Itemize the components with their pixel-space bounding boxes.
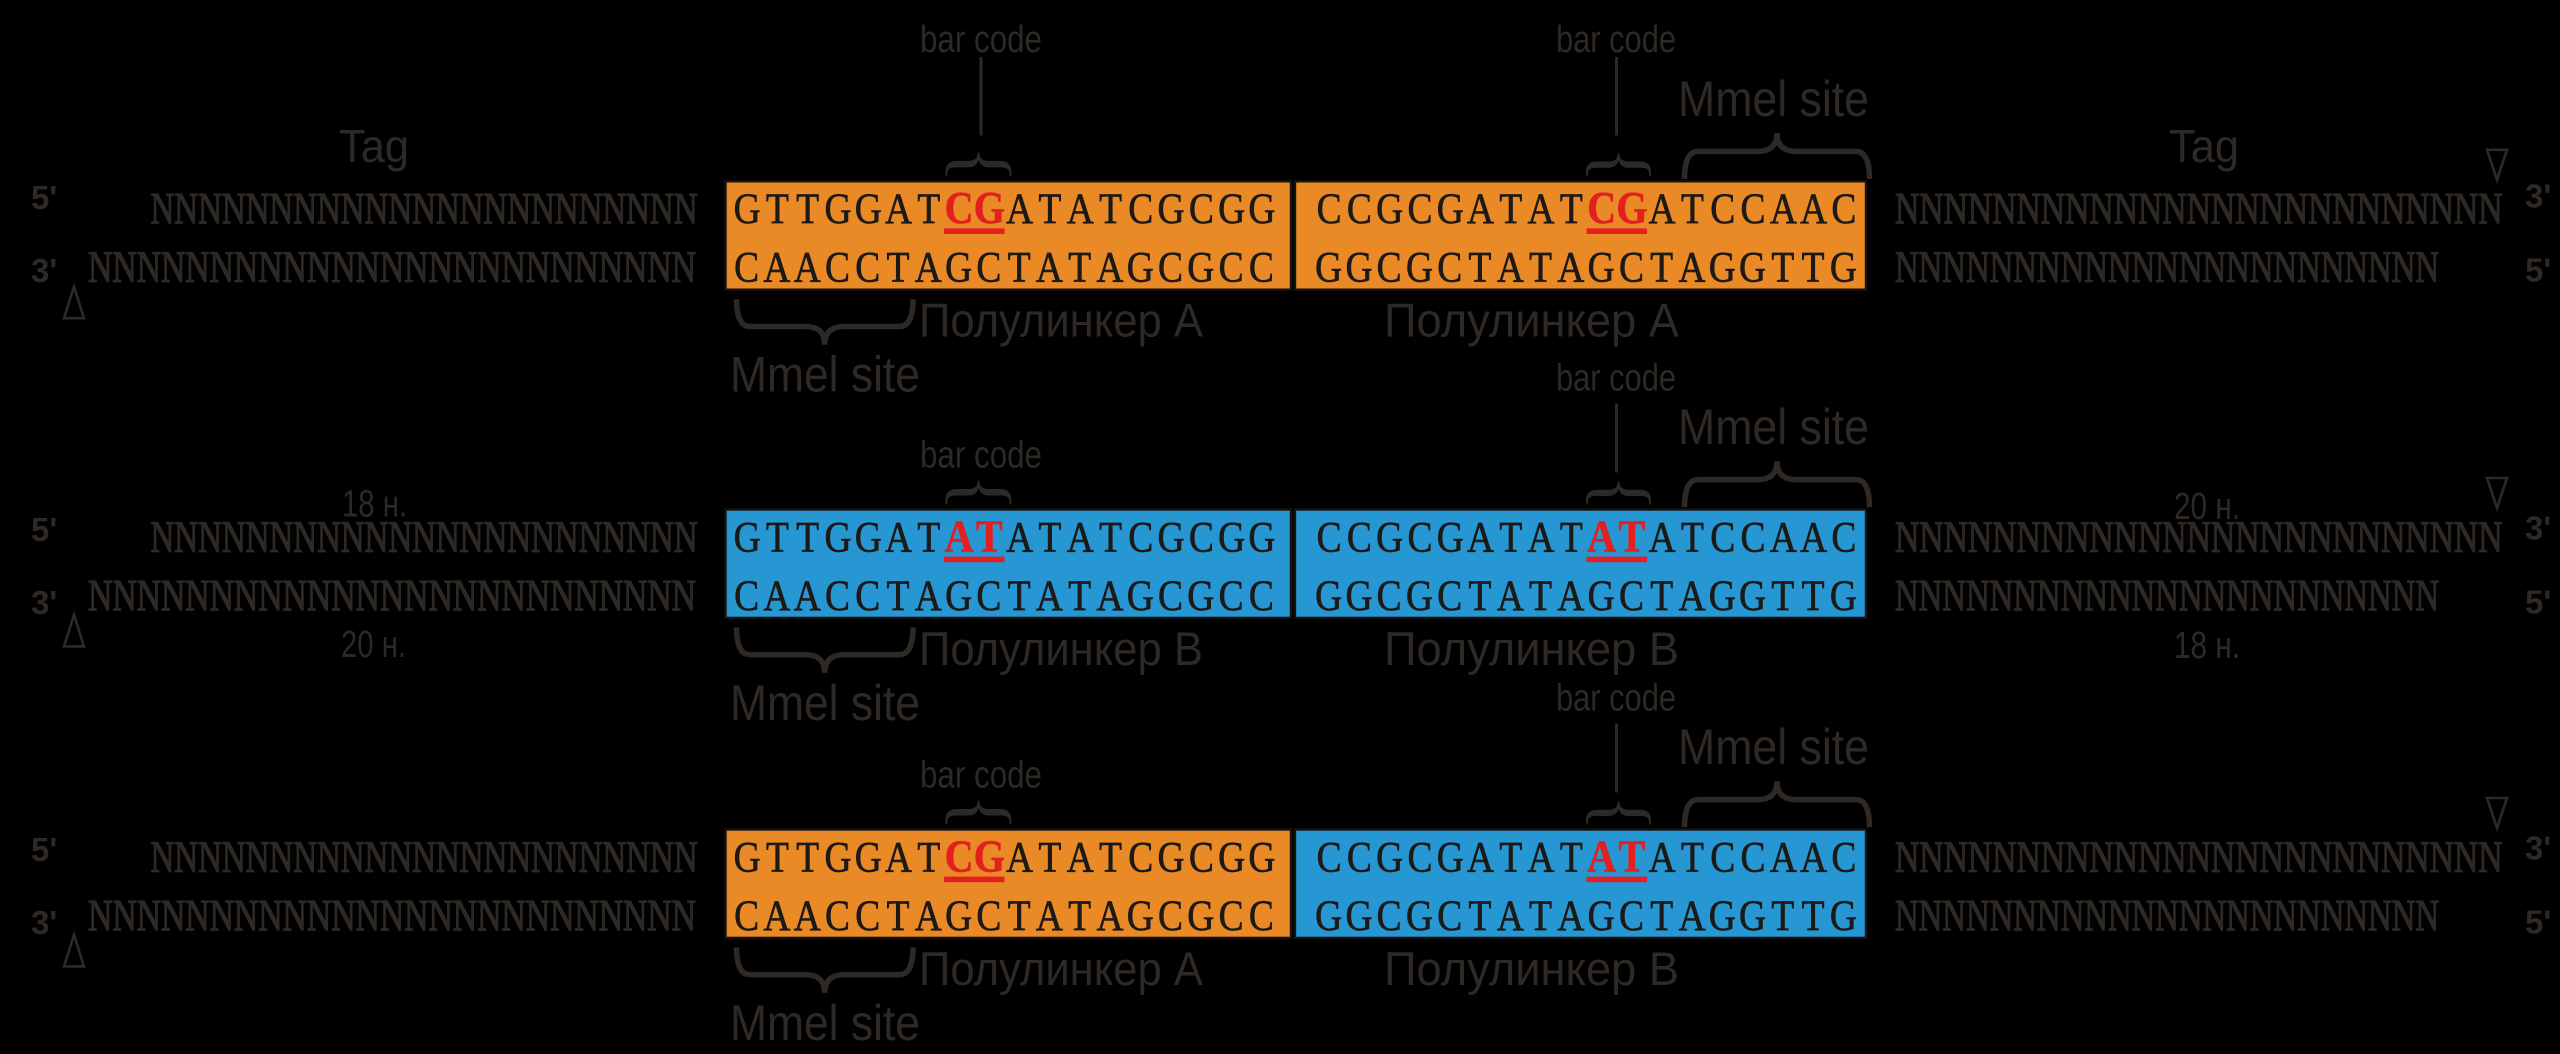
svg-text:CCGCGATAT: CCGCGATAT <box>1317 185 1583 233</box>
svg-text:Mmel site: Mmel site <box>1678 71 1869 127</box>
svg-text:NNNNNNNNNNNNNNNNNNNNNNNNN: NNNNNNNNNNNNNNNNNNNNNNNNN <box>88 891 696 940</box>
svg-text:CCGCGATAT: CCGCGATAT <box>1317 833 1583 881</box>
svg-text:Tag: Tag <box>339 120 409 172</box>
svg-text:{: { <box>938 145 1026 183</box>
svg-text:Mmel site: Mmel site <box>730 347 920 403</box>
svg-text:NNNNNNNNNNNNNNNNNNNNNNN: NNNNNNNNNNNNNNNNNNNNNNN <box>151 184 698 233</box>
svg-text:3': 3' <box>31 584 57 621</box>
svg-text:3': 3' <box>31 904 57 941</box>
svg-text:NNNNNNNNNNNNNNNNNNNNNNNNN: NNNNNNNNNNNNNNNNNNNNNNNNN <box>1895 512 2503 561</box>
svg-text:5': 5' <box>31 511 57 548</box>
svg-text:NNNNNNNNNNNNNNNNNNNNNNNNN: NNNNNNNNNNNNNNNNNNNNNNNNN <box>88 571 696 620</box>
svg-text:Полулинкер A: Полулинкер A <box>919 294 1204 347</box>
svg-text:NNNNNNNNNNNNNNNNNNNNNNN: NNNNNNNNNNNNNNNNNNNNNNN <box>151 832 698 881</box>
svg-text:20 н.: 20 н. <box>2174 486 2240 528</box>
svg-text:CG: CG <box>945 832 1005 882</box>
svg-text:20 н.: 20 н. <box>341 624 406 666</box>
svg-text:NNNNNNNNNNNNNNNNNNNNNNNNN: NNNNNNNNNNNNNNNNNNNNNNNNN <box>88 243 696 292</box>
svg-text:{: { <box>1579 795 1666 832</box>
svg-text:5': 5' <box>2525 252 2551 289</box>
svg-text:5': 5' <box>31 179 57 216</box>
svg-text:5': 5' <box>2525 903 2551 940</box>
svg-text:Полулинкер B: Полулинкер B <box>1384 942 1679 995</box>
svg-text:3': 3' <box>31 252 57 289</box>
svg-text:NNNNNNNNNNNNNNNNNNNNNNN: NNNNNNNNNNNNNNNNNNNNNNN <box>1895 243 2439 292</box>
svg-text:GTTGGAT: GTTGGAT <box>734 833 941 881</box>
svg-text:GTTGGAT: GTTGGAT <box>734 513 941 561</box>
svg-text:Mmel site: Mmel site <box>730 995 920 1051</box>
svg-text:Полулинкер B: Полулинкер B <box>1384 622 1679 675</box>
svg-text:CG: CG <box>1587 184 1647 234</box>
svg-text:ATCCAAC: ATCCAAC <box>1649 513 1857 561</box>
svg-text:18 н.: 18 н. <box>2174 625 2240 667</box>
svg-text:3': 3' <box>2525 509 2551 546</box>
svg-text:{: { <box>938 793 1026 831</box>
svg-text:ATCCAAC: ATCCAAC <box>1649 185 1857 233</box>
svg-text:Полулинкер B: Полулинкер B <box>919 622 1203 675</box>
svg-text:NNNNNNNNNNNNNNNNNNNNNNNNN: NNNNNNNNNNNNNNNNNNNNNNNNN <box>1895 832 2503 881</box>
svg-text:Mmel site: Mmel site <box>1678 399 1869 455</box>
svg-text:NNNNNNNNNNNNNNNNNNNNNNNNN: NNNNNNNNNNNNNNNNNNNNNNNNN <box>1895 184 2503 233</box>
svg-text:bar code: bar code <box>920 19 1042 61</box>
svg-text:NNNNNNNNNNNNNNNNNNNNNNN: NNNNNNNNNNNNNNNNNNNNNNN <box>151 512 698 561</box>
svg-text:5': 5' <box>31 831 57 868</box>
svg-text:ATATCGCGG: ATATCGCGG <box>1006 185 1275 233</box>
svg-text:bar code: bar code <box>1556 358 1676 400</box>
svg-text:CCGCGATAT: CCGCGATAT <box>1317 513 1583 561</box>
svg-text:3': 3' <box>2525 178 2551 215</box>
svg-text:ATATCGCGG: ATATCGCGG <box>1006 513 1275 561</box>
svg-text:Mmel site: Mmel site <box>1678 719 1869 775</box>
svg-text:bar code: bar code <box>920 755 1042 797</box>
svg-text:Tag: Tag <box>2169 120 2239 172</box>
svg-text:Полулинкер A: Полулинкер A <box>919 942 1204 995</box>
svg-text:3': 3' <box>2525 829 2551 866</box>
svg-text:NNNNNNNNNNNNNNNNNNNNNNN: NNNNNNNNNNNNNNNNNNNNNNN <box>1895 891 2439 940</box>
svg-text:Полулинкер A: Полулинкер A <box>1384 294 1680 347</box>
svg-text:Mmel site: Mmel site <box>730 675 920 731</box>
svg-text:bar code: bar code <box>920 435 1042 477</box>
svg-text:CG: CG <box>945 184 1005 234</box>
svg-text:bar code: bar code <box>1556 678 1676 720</box>
svg-text:18 н.: 18 н. <box>342 483 407 525</box>
svg-text:NNNNNNNNNNNNNNNNNNNNNNN: NNNNNNNNNNNNNNNNNNNNNNN <box>1895 571 2439 620</box>
svg-text:GTTGGAT: GTTGGAT <box>734 185 941 233</box>
svg-text:ATATCGCGG: ATATCGCGG <box>1006 833 1275 881</box>
svg-text:{: { <box>1579 147 1666 184</box>
svg-text:{: { <box>938 473 1026 511</box>
svg-text:{: { <box>1579 475 1666 512</box>
svg-text:5': 5' <box>2525 583 2551 620</box>
svg-text:ATCCAAC: ATCCAAC <box>1649 833 1857 881</box>
svg-text:bar code: bar code <box>1556 19 1676 61</box>
